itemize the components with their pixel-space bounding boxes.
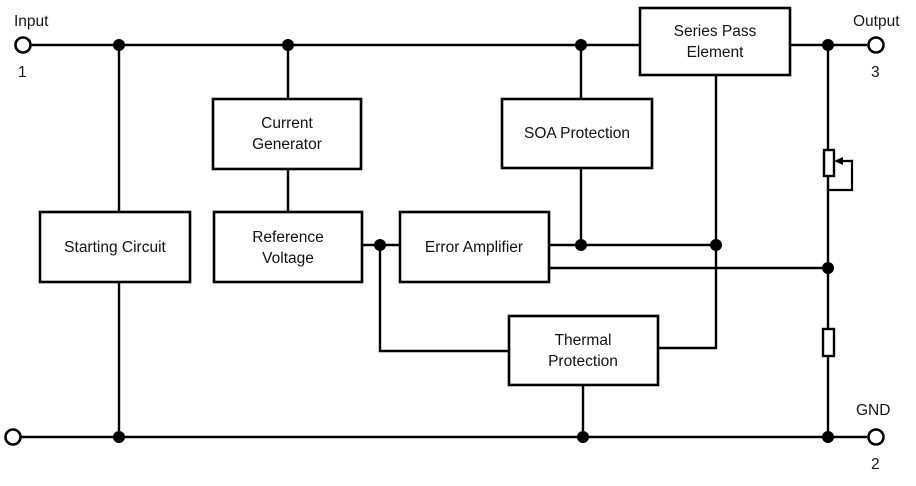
divider-resistor: [821, 327, 836, 358]
soa-protection-label: SOA Protection: [524, 125, 630, 142]
junction-gnd-rail-thermal: [577, 431, 589, 443]
gnd-terminal-label: GND: [856, 402, 890, 419]
block-error-amplifier[interactable]: Error Amplifier: [398, 210, 551, 284]
series-pass-element-label-line2: Element: [687, 44, 745, 61]
terminal-gnd[interactable]: GND 2: [856, 402, 890, 473]
thermal-protection-label-line1: Thermal: [555, 332, 612, 349]
wire-refvoltage-tap-to-thermal: [378, 243, 511, 353]
series-pass-element-label-line1: Series Pass: [674, 23, 757, 40]
junction-feedback-divider-tap: [822, 262, 834, 274]
terminal-gnd-left[interactable]: [4, 428, 22, 446]
current-generator-label-line2: Generator: [252, 136, 322, 153]
input-pin-number: 1: [18, 64, 27, 81]
block-current-generator[interactable]: Current Generator: [211, 97, 363, 171]
output-terminal-label: Output: [853, 13, 900, 30]
block-starting-circuit[interactable]: Starting Circuit: [38, 210, 192, 284]
reference-voltage-label-line2: Voltage: [262, 250, 314, 267]
output-pin-number: 3: [871, 64, 880, 81]
junction-erroramp-seriespass-tap: [710, 239, 722, 251]
output-terminal-circle[interactable]: [867, 36, 885, 54]
adjust-potentiometer[interactable]: [822, 148, 836, 178]
starting-circuit-label: Starting Circuit: [64, 239, 166, 256]
block-thermal-protection[interactable]: Thermal Protection: [507, 314, 660, 387]
junction-gnd-rail-startingcircuit: [113, 431, 125, 443]
soa-protection-box[interactable]: [500, 97, 654, 170]
junction-input-rail-currentgenerator: [282, 39, 294, 51]
current-generator-label-line1: Current: [261, 115, 313, 132]
junction-input-rail-startingcircuit: [113, 39, 125, 51]
input-terminal-label: Input: [14, 13, 49, 30]
input-terminal-circle[interactable]: [14, 36, 32, 54]
terminal-output[interactable]: Output 3: [853, 13, 900, 81]
block-layer: Series Pass Element Current Generator SO…: [38, 6, 792, 387]
terminal-layer: Input 1 Output 3 GND 2: [4, 13, 900, 473]
wire-seriespass-to-thermal: [656, 73, 718, 350]
junction-layer: [113, 39, 834, 443]
junction-refvoltage-erroramp-tap: [374, 239, 386, 251]
junction-input-rail-soa: [575, 39, 587, 51]
block-reference-voltage[interactable]: Reference Voltage: [212, 210, 364, 284]
series-pass-element-box[interactable]: [638, 6, 792, 77]
thermal-protection-label-line2: Protection: [548, 353, 618, 370]
error-amplifier-box[interactable]: [398, 210, 551, 284]
junction-erroramp-soa-tap: [575, 239, 587, 251]
junction-gnd-rail-output-leg: [822, 431, 834, 443]
thermal-protection-box[interactable]: [507, 314, 660, 387]
wire-pot-wiper-return: [826, 159, 854, 192]
block-soa-protection[interactable]: SOA Protection: [500, 97, 654, 170]
gnd-terminal-circle[interactable]: [867, 428, 885, 446]
block-series-pass-element[interactable]: Series Pass Element: [638, 6, 792, 77]
starting-circuit-box[interactable]: [38, 210, 192, 284]
error-amplifier-label: Error Amplifier: [425, 239, 523, 256]
component-layer: [821, 148, 854, 358]
reference-voltage-label-line1: Reference: [252, 229, 324, 246]
current-generator-box[interactable]: [211, 97, 363, 171]
junction-output-rail-top: [822, 39, 834, 51]
reference-voltage-box[interactable]: [212, 210, 364, 284]
pot-wiper-arrow-icon: [834, 157, 843, 165]
gnd-pin-number: 2: [871, 456, 880, 473]
terminal-input[interactable]: Input 1: [14, 13, 49, 81]
gnd-left-terminal-circle[interactable]: [4, 428, 22, 446]
